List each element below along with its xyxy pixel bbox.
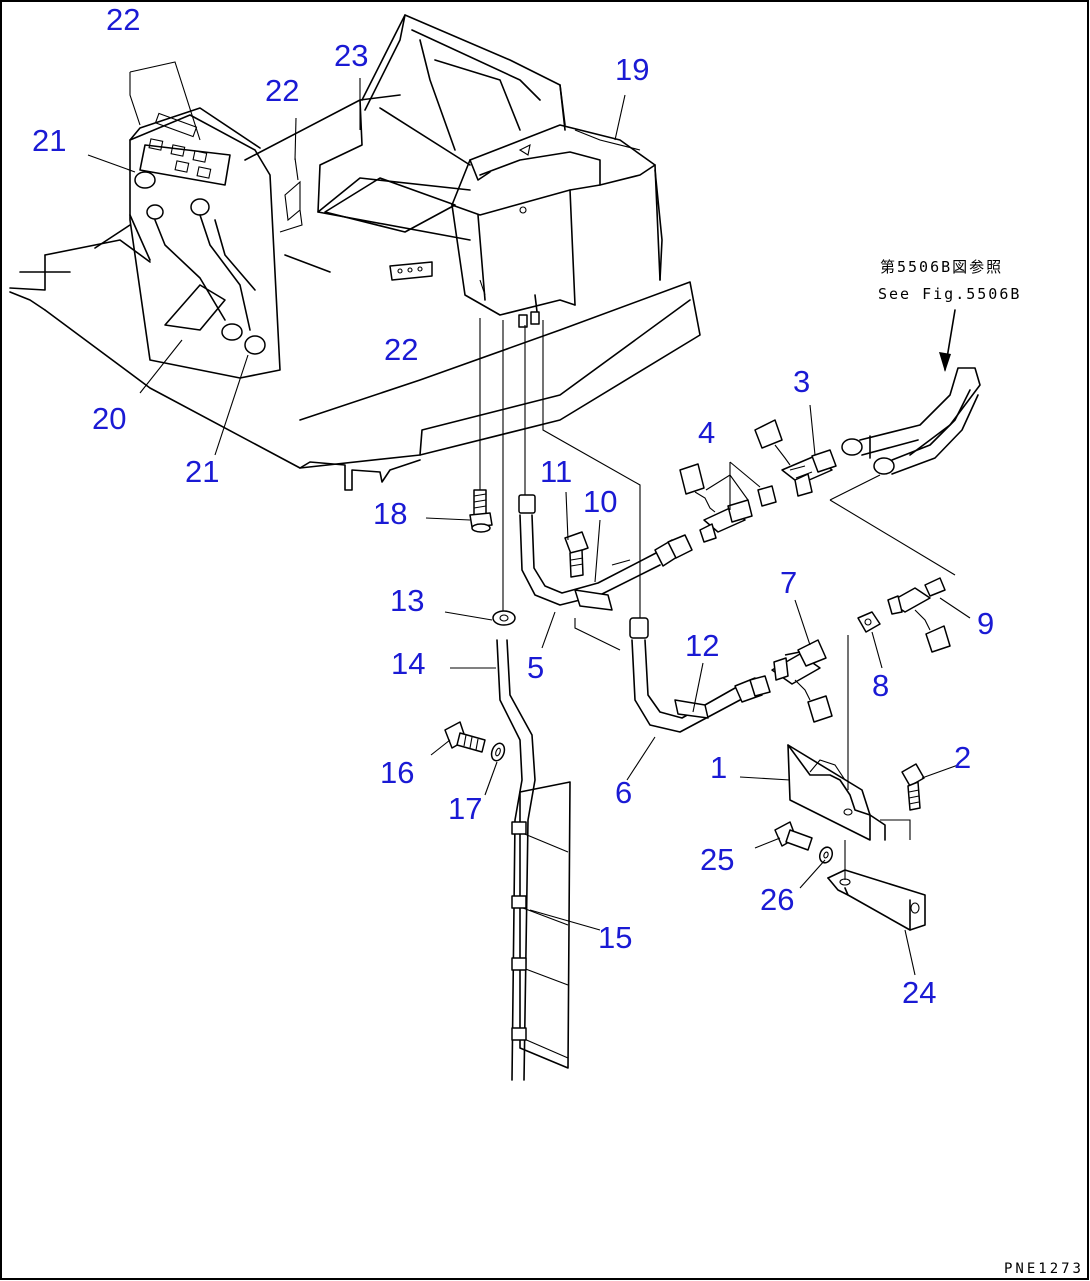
coupler-4 [679, 463, 777, 543]
reference-note-english: See Fig.5506B [878, 285, 1022, 303]
callout-3: 3 [793, 364, 811, 399]
callout-21-upper: 21 [32, 123, 67, 158]
right-console [451, 124, 663, 328]
callout-22-top: 22 [106, 2, 141, 37]
nut-8 [857, 611, 881, 633]
callout-6: 6 [615, 775, 633, 810]
callout-23: 23 [334, 38, 369, 73]
cover-plate-1 [787, 744, 886, 841]
bolt-25 [774, 821, 813, 851]
callout-7: 7 [780, 565, 798, 600]
callout-11: 11 [540, 454, 573, 489]
hose-assembly-upper-right [841, 367, 981, 475]
callout-leaders [87, 61, 971, 976]
small-bracket [389, 261, 433, 281]
callout-14: 14 [391, 646, 426, 681]
bolt-11 [564, 531, 589, 578]
callout-15: 15 [598, 920, 633, 955]
coupler-7 [771, 639, 833, 723]
left-console [129, 107, 303, 379]
coupler-3 [754, 419, 837, 497]
washer-17 [490, 742, 506, 762]
callout-1: 1 [710, 750, 728, 785]
bracket-24 [827, 869, 926, 931]
callout-13: 13 [390, 583, 425, 618]
lead-lines [479, 318, 956, 880]
washer-13 [492, 610, 516, 626]
callout-9: 9 [977, 606, 995, 641]
callout-22-center: 22 [265, 73, 300, 108]
callout-22-lower: 22 [384, 332, 419, 367]
callout-24: 24 [902, 975, 937, 1010]
callout-18: 18 [373, 496, 408, 531]
cable-14 [496, 639, 536, 1081]
callout-19: 19 [615, 52, 650, 87]
callout-21-lower: 21 [185, 454, 220, 489]
callout-20: 20 [92, 401, 127, 436]
callout-10: 10 [583, 484, 618, 519]
callout-17: 17 [448, 791, 483, 826]
callout-4: 4 [698, 415, 716, 450]
washer-26 [818, 846, 834, 864]
callout-8: 8 [872, 668, 890, 703]
callout-5: 5 [527, 650, 545, 685]
coupler-9 [887, 577, 951, 653]
rear-compartment [361, 14, 566, 166]
callout-26: 26 [760, 882, 795, 917]
hose-5 [518, 494, 693, 611]
cab-frame [9, 94, 701, 491]
drawing-code: PNE1273 [1003, 1261, 1084, 1277]
callout-2: 2 [954, 740, 972, 775]
callout-16: 16 [380, 755, 415, 790]
bolt-16 [444, 721, 486, 753]
bolt-2 [901, 763, 925, 811]
callout-12: 12 [685, 628, 720, 663]
bolt-18 [469, 489, 493, 533]
clamp-plate-15 [511, 781, 571, 1069]
reference-note-japanese: 第5506B図参照 [880, 258, 1004, 276]
callout-25: 25 [700, 842, 735, 877]
